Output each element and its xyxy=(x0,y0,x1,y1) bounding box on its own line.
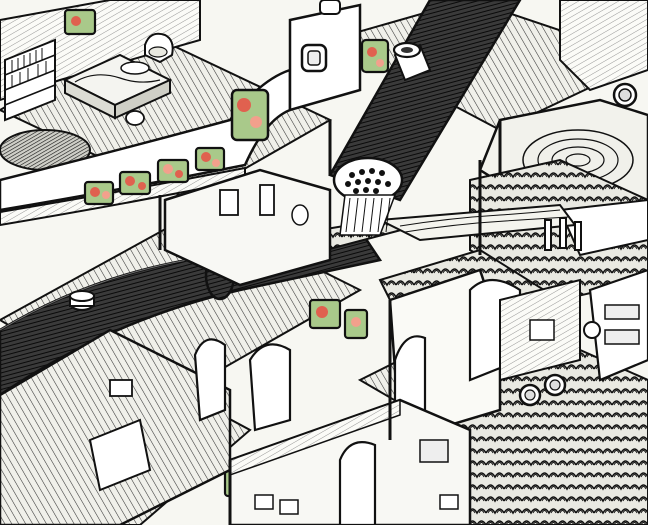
porthole-icon xyxy=(612,82,638,108)
lower-rooms xyxy=(388,268,648,442)
armchair-icon xyxy=(144,32,174,64)
diagonal-pipe xyxy=(328,0,522,236)
window-flower-1 xyxy=(83,180,115,206)
porthole-icon-5 xyxy=(583,321,601,339)
porthole-icon-4 xyxy=(543,373,567,397)
window-flower-3 xyxy=(156,158,190,184)
pipe-cap-icon-3 xyxy=(392,41,432,82)
bookshelf-icon xyxy=(4,38,56,122)
window-flower-2 xyxy=(118,170,152,196)
pipe-cap-icon xyxy=(68,290,96,312)
small-cabinet xyxy=(88,418,152,492)
drain-grate-icon xyxy=(332,156,404,204)
window-flower-10 xyxy=(343,308,369,340)
canal-posts xyxy=(544,217,582,251)
bedroom-room xyxy=(0,0,201,171)
upper-mid-rooms xyxy=(288,0,362,112)
arch-doorway-3 xyxy=(338,441,377,525)
bedroom-stool xyxy=(125,110,145,126)
window-flower-5 xyxy=(230,88,270,142)
window-flower-9 xyxy=(308,298,342,330)
porthole-icon-3 xyxy=(518,383,542,407)
porthole-icon-2 xyxy=(300,43,328,73)
center-room xyxy=(163,168,332,287)
pillar-arch-2 xyxy=(248,343,292,432)
upper-right-room xyxy=(478,0,648,222)
wall-edges xyxy=(158,120,502,525)
window-flower-7 xyxy=(63,8,97,36)
bed-icon xyxy=(62,53,173,120)
window-flower-4 xyxy=(194,146,226,172)
window-flower-6 xyxy=(360,38,390,74)
pillar-arch xyxy=(193,338,227,422)
bottom-left-structures xyxy=(0,328,292,525)
